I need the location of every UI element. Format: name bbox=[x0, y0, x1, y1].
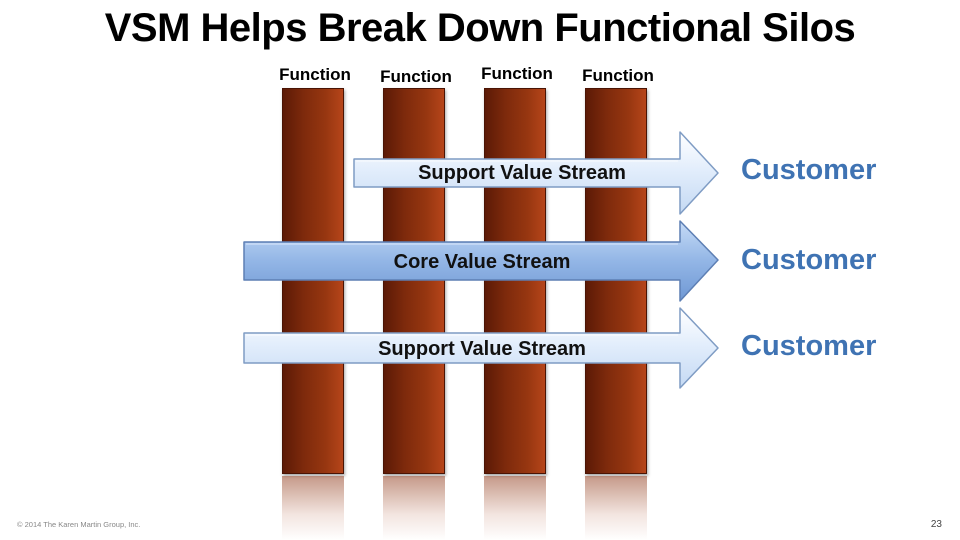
function-column-reflection-3 bbox=[484, 476, 546, 540]
support-value-stream-label-bottom: Support Value Stream bbox=[378, 337, 586, 360]
core-value-stream-label: Core Value Stream bbox=[393, 250, 571, 273]
copyright-notice: © 2014 The Karen Martin Group, Inc. bbox=[17, 520, 141, 529]
customer-label-top: Customer bbox=[741, 154, 877, 186]
function-column-4 bbox=[585, 88, 647, 474]
support-value-stream-arrow-bottom: Support Value Stream bbox=[242, 306, 720, 392]
function-label-1: Function bbox=[279, 65, 351, 84]
page-number: 23 bbox=[930, 519, 942, 530]
function-column-1 bbox=[282, 88, 344, 474]
function-label-3: Function bbox=[481, 64, 553, 83]
core-value-stream-arrow: Core Value Stream bbox=[242, 219, 720, 305]
function-column-3 bbox=[484, 88, 546, 474]
function-column-reflection-1 bbox=[282, 476, 344, 540]
support-value-stream-label-top: Support Value Stream bbox=[418, 161, 626, 184]
customer-label-middle: Customer bbox=[741, 244, 877, 276]
function-label-2: Function bbox=[380, 67, 452, 86]
customer-label-bottom: Customer bbox=[741, 330, 877, 362]
function-label-4: Function bbox=[582, 66, 654, 85]
function-column-2 bbox=[383, 88, 445, 474]
slide-title: VSM Helps Break Down Functional Silos bbox=[104, 6, 856, 50]
arrow-shape bbox=[243, 307, 719, 389]
arrow-shape bbox=[353, 131, 719, 215]
function-column-reflection-2 bbox=[383, 476, 445, 540]
arrow-shape bbox=[243, 220, 719, 302]
function-column-reflection-4 bbox=[585, 476, 647, 540]
support-value-stream-arrow-top: Support Value Stream bbox=[352, 130, 720, 216]
